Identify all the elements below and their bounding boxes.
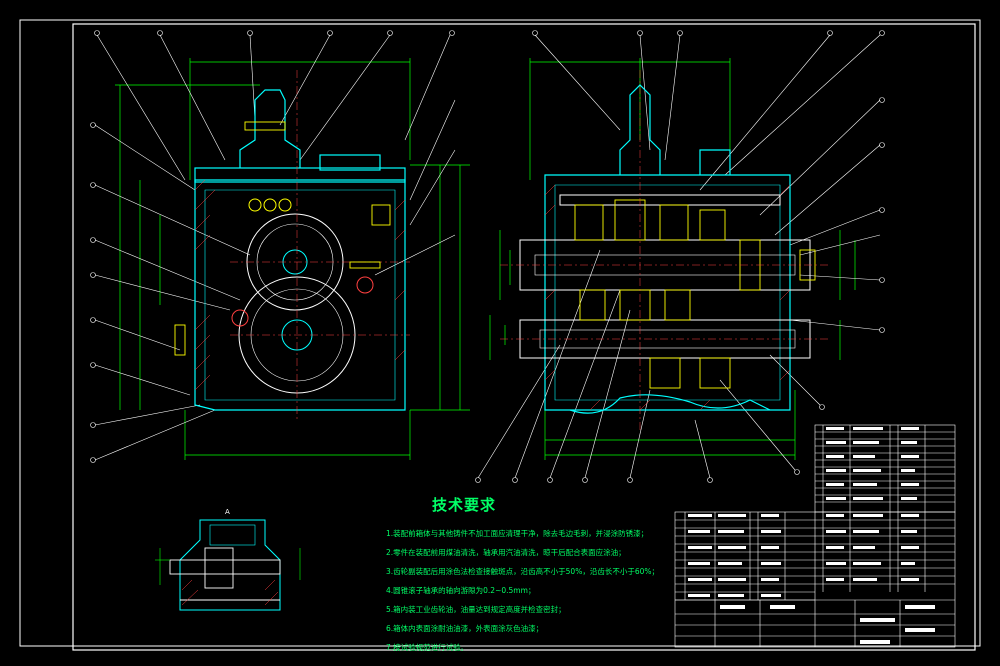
outer-border bbox=[19, 19, 981, 647]
table-text-marks bbox=[688, 427, 935, 644]
tech-requirement-item: 2.零件在装配前用煤油清洗，轴承用汽油清洗，晾干后配合表面应涂油； bbox=[386, 548, 626, 557]
technical-requirements: 技术要求 1.装配前箱体与其他铸件不加工面应清理干净，除去毛边毛刺，并浸涂防锈漆… bbox=[386, 494, 686, 662]
detail-section-a bbox=[155, 519, 301, 611]
tech-requirements-list: 1.装配前箱体与其他铸件不加工面应清理干净，除去毛边毛刺，并浸涂防锈漆； 2.零… bbox=[386, 529, 686, 653]
tech-requirement-item: 6.箱体内表面涂耐油油漆，外表面涂灰色油漆； bbox=[386, 624, 544, 633]
tech-requirement-item: 1.装配前箱体与其他铸件不加工面应清理干净，除去毛边毛刺，并浸涂防锈漆； bbox=[386, 529, 649, 538]
title-block bbox=[674, 424, 956, 648]
tech-requirements-title: 技术要求 bbox=[432, 496, 497, 514]
tech-requirement-item: 4.圆锥滚子轴承的轴向游隙为0.2~0.5mm； bbox=[386, 586, 536, 595]
tech-requirement-item: 5.箱内装工业齿轮油，油量达到规定高度并检查密封； bbox=[386, 605, 566, 614]
tech-requirement-item: 3.齿轮副装配后用涂色法检查接触斑点，沿齿高不小于50%，沿齿长不小于60%； bbox=[386, 567, 659, 576]
end-view bbox=[90, 30, 470, 463]
inner-border bbox=[72, 23, 976, 651]
section-a-label: A bbox=[225, 508, 230, 516]
tech-requirement-item: 7.按试验规范进行试验。 bbox=[386, 643, 469, 652]
section-view bbox=[475, 30, 885, 483]
